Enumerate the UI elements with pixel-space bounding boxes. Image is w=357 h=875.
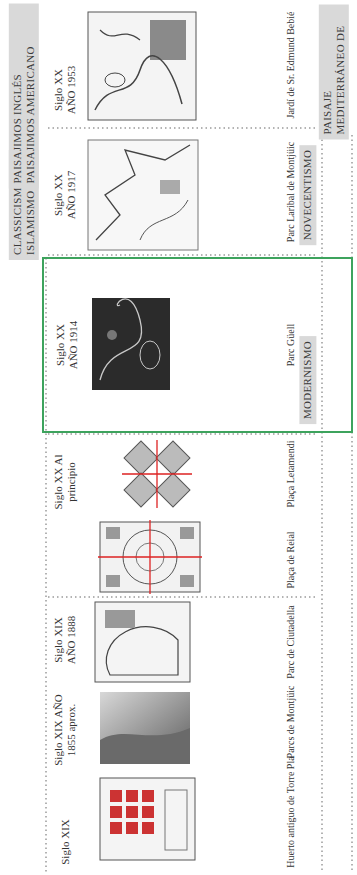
park-name: Plaça Letamendi <box>285 441 297 508</box>
label-text: Plaça Letamendi <box>285 441 297 508</box>
park-name: Plaça de Reial <box>285 531 297 588</box>
park-name: Parc Güell <box>285 324 297 367</box>
dotted-separators <box>46 128 352 872</box>
label-text: Siglo XX AÑO 1953 <box>52 60 77 120</box>
band-text: PAISAJIMOS INGLÉS PAISAJIMOS AMERICANO <box>11 8 37 183</box>
date-label: Siglo XIX AÑO 1888 <box>52 610 77 670</box>
park-name: Parc Laribal de Montjüic <box>285 142 297 242</box>
label-text: Siglo XIX <box>59 819 72 865</box>
label-text: Jardí de Sr. Edmund Bebié <box>285 12 297 119</box>
plan-letamendi <box>122 440 192 508</box>
label-text: Plaça de Reial <box>285 531 297 588</box>
node-text: Parc Güell <box>285 324 297 367</box>
park-name: Huerto antiguo de Torre Pla <box>285 756 297 867</box>
date-label: Siglo XIX <box>59 819 72 865</box>
label-text: Siglo XX Al principio <box>52 451 77 513</box>
band-text: MODERNISMO <box>301 341 314 419</box>
band-text: PAISAJE MEDITERRÁNEO DE <box>321 10 347 135</box>
highlight-box: Siglo XX AÑO 1914 Parc Güell MODERNISMO <box>42 257 353 433</box>
plan-ciutadella <box>95 602 190 682</box>
park-name: Parcs de Montjüic <box>285 686 297 759</box>
style-band: PAISAJE MEDITERRÁNEO DE <box>319 5 349 140</box>
node-text: Siglo XX AÑO 1914 <box>54 315 79 375</box>
date-label: Siglo XX AÑO 1914 <box>54 315 79 375</box>
date-label: Siglo XX AÑO 1917 <box>52 165 77 225</box>
plan-bebie <box>88 12 196 120</box>
label-text: Parc de Ciutadella <box>285 605 297 678</box>
style-band: MODERNISMO <box>299 336 316 424</box>
park-name: Jardí de Sr. Edmund Bebié <box>285 12 297 119</box>
label-text: Parcs de Montjüic <box>285 686 297 759</box>
date-label: Siglo XIX AÑO 1855 aprox. <box>52 688 77 772</box>
style-band: NOVECENTISMO <box>299 145 316 245</box>
label-text: Siglo XIX AÑO 1855 aprox. <box>52 688 77 772</box>
label-text: Parc Laribal de Montjüic <box>285 142 297 242</box>
plan-reial <box>98 520 202 594</box>
park-name: Parc de Ciutadella <box>285 605 297 678</box>
plan-guell <box>92 298 170 390</box>
period-band: PAISAJIMOS INGLÉS PAISAJIMOS AMERICANO <box>9 3 39 188</box>
label-text: Huerto antiguo de Torre Pla <box>285 756 297 867</box>
plan-laribal <box>88 140 198 250</box>
photo-montjuic <box>100 692 190 764</box>
date-label: Siglo XX Al principio <box>52 451 77 513</box>
label-text: Siglo XX AÑO 1917 <box>52 165 77 225</box>
plan-torre-pla <box>100 778 195 860</box>
band-text: NOVECENTISMO <box>301 150 314 240</box>
label-text: Siglo XIX AÑO 1888 <box>52 610 77 670</box>
date-label: Siglo XX AÑO 1953 <box>52 60 77 120</box>
